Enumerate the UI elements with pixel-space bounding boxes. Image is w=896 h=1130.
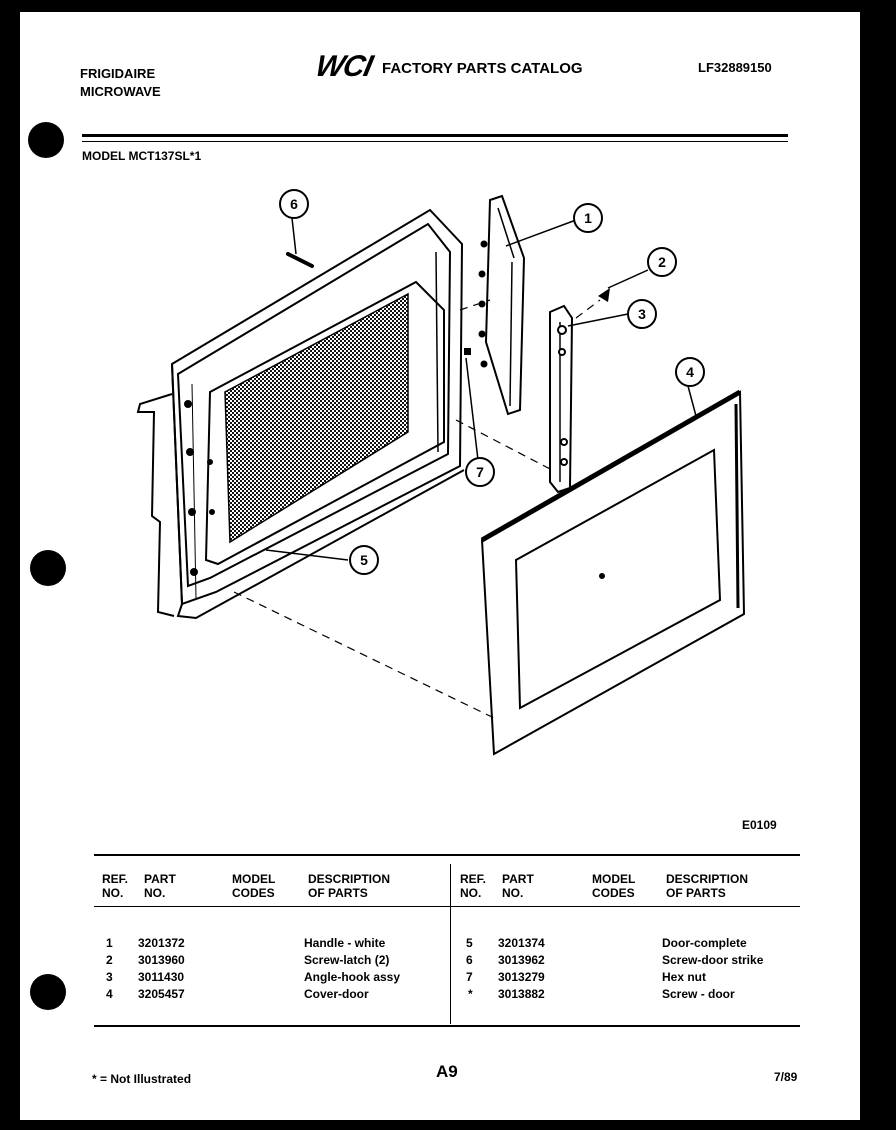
exploded-parts-diagram: 1 2 3 4 5 6 7 bbox=[136, 189, 746, 756]
row-part: 3205457 bbox=[138, 987, 185, 1001]
brand-line-2: MICROWAVE bbox=[80, 84, 161, 99]
row-desc: Hex nut bbox=[662, 970, 707, 984]
callout-label-3: 3 bbox=[638, 306, 646, 322]
screw-latch-part bbox=[598, 288, 610, 302]
catalog-page: FRIGIDAIRE MICROWAVE WCI FACTORY PARTS C… bbox=[20, 12, 860, 1120]
header-rule-thick bbox=[82, 134, 788, 137]
row-part: 3013960 bbox=[138, 953, 185, 967]
angle-hook-part bbox=[549, 304, 574, 494]
table-top-rule bbox=[94, 854, 800, 856]
callout-circle-1 bbox=[573, 203, 603, 233]
callout-circle-7 bbox=[465, 457, 495, 487]
row-ref: 5 bbox=[466, 936, 473, 950]
table-bottom-rule bbox=[94, 1025, 800, 1027]
page-number: A9 bbox=[436, 1062, 458, 1081]
row-desc: Door-complete bbox=[662, 936, 747, 950]
model-line: MODEL MCT137SL*1 bbox=[82, 149, 202, 163]
row-ref: 7 bbox=[466, 970, 473, 984]
catalog-date: 7/89 bbox=[774, 1070, 798, 1084]
binder-hole-top bbox=[28, 122, 64, 158]
row-desc: Handle - white bbox=[304, 936, 386, 950]
handle-part bbox=[478, 194, 526, 416]
row-part: 3013279 bbox=[498, 970, 545, 984]
row-desc: Cover-door bbox=[304, 987, 369, 1001]
table-center-divider bbox=[450, 864, 451, 1024]
callout-circle-3 bbox=[627, 299, 657, 329]
catalog-title: FACTORY PARTS CATALOG bbox=[382, 60, 583, 77]
row-part: 3201374 bbox=[498, 936, 545, 950]
row-part: 3013882 bbox=[498, 987, 545, 1001]
cover-door-part bbox=[480, 389, 746, 756]
leader-lines bbox=[265, 217, 697, 561]
callout-circle-2 bbox=[647, 247, 677, 277]
row-ref: 2 bbox=[106, 953, 113, 967]
row-part: 3011430 bbox=[138, 970, 185, 984]
callout-circle-6 bbox=[279, 189, 309, 219]
catalog-code: LF32889150 bbox=[698, 60, 772, 75]
row-ref: 4 bbox=[106, 987, 113, 1001]
binder-hole-bottom bbox=[30, 974, 66, 1010]
header-ref-no-left: REF.NO. bbox=[102, 872, 129, 900]
not-illustrated-note: * = Not Illustrated bbox=[92, 1072, 192, 1086]
row-ref: * bbox=[468, 987, 473, 1001]
binder-hole-middle bbox=[30, 550, 66, 586]
callout-markers bbox=[279, 189, 705, 575]
callout-label-7: 7 bbox=[476, 464, 484, 480]
row-desc: Screw-door strike bbox=[662, 953, 764, 967]
header-ref-no-right: REF.NO. bbox=[460, 872, 487, 900]
row-ref: 6 bbox=[466, 953, 473, 967]
callout-circle-5 bbox=[349, 545, 379, 575]
row-desc: Screw-latch (2) bbox=[304, 953, 390, 967]
callout-label-6: 6 bbox=[290, 196, 298, 212]
brand-line-1: FRIGIDAIRE bbox=[80, 66, 156, 81]
callout-label-4: 4 bbox=[686, 364, 694, 380]
door-frame-assembly bbox=[136, 208, 465, 620]
row-ref: 1 bbox=[106, 936, 113, 950]
figure-code: E0109 bbox=[742, 818, 777, 832]
callout-label-2: 2 bbox=[658, 254, 666, 270]
row-part: 3201372 bbox=[138, 936, 185, 950]
row-part: 3013962 bbox=[498, 953, 545, 967]
callout-circle-4 bbox=[675, 357, 705, 387]
row-desc: Screw - door bbox=[662, 987, 735, 1001]
row-desc: Angle-hook assy bbox=[304, 970, 401, 984]
hex-nut-part bbox=[464, 348, 471, 355]
screw-door-strike-part bbox=[286, 252, 314, 268]
header-rule-thin bbox=[82, 141, 788, 142]
row-ref: 3 bbox=[106, 970, 113, 984]
assembly-dash-lines bbox=[233, 299, 601, 719]
table-header-rule bbox=[94, 906, 800, 907]
callout-label-1: 1 bbox=[584, 210, 592, 226]
callout-label-5: 5 bbox=[360, 552, 368, 568]
